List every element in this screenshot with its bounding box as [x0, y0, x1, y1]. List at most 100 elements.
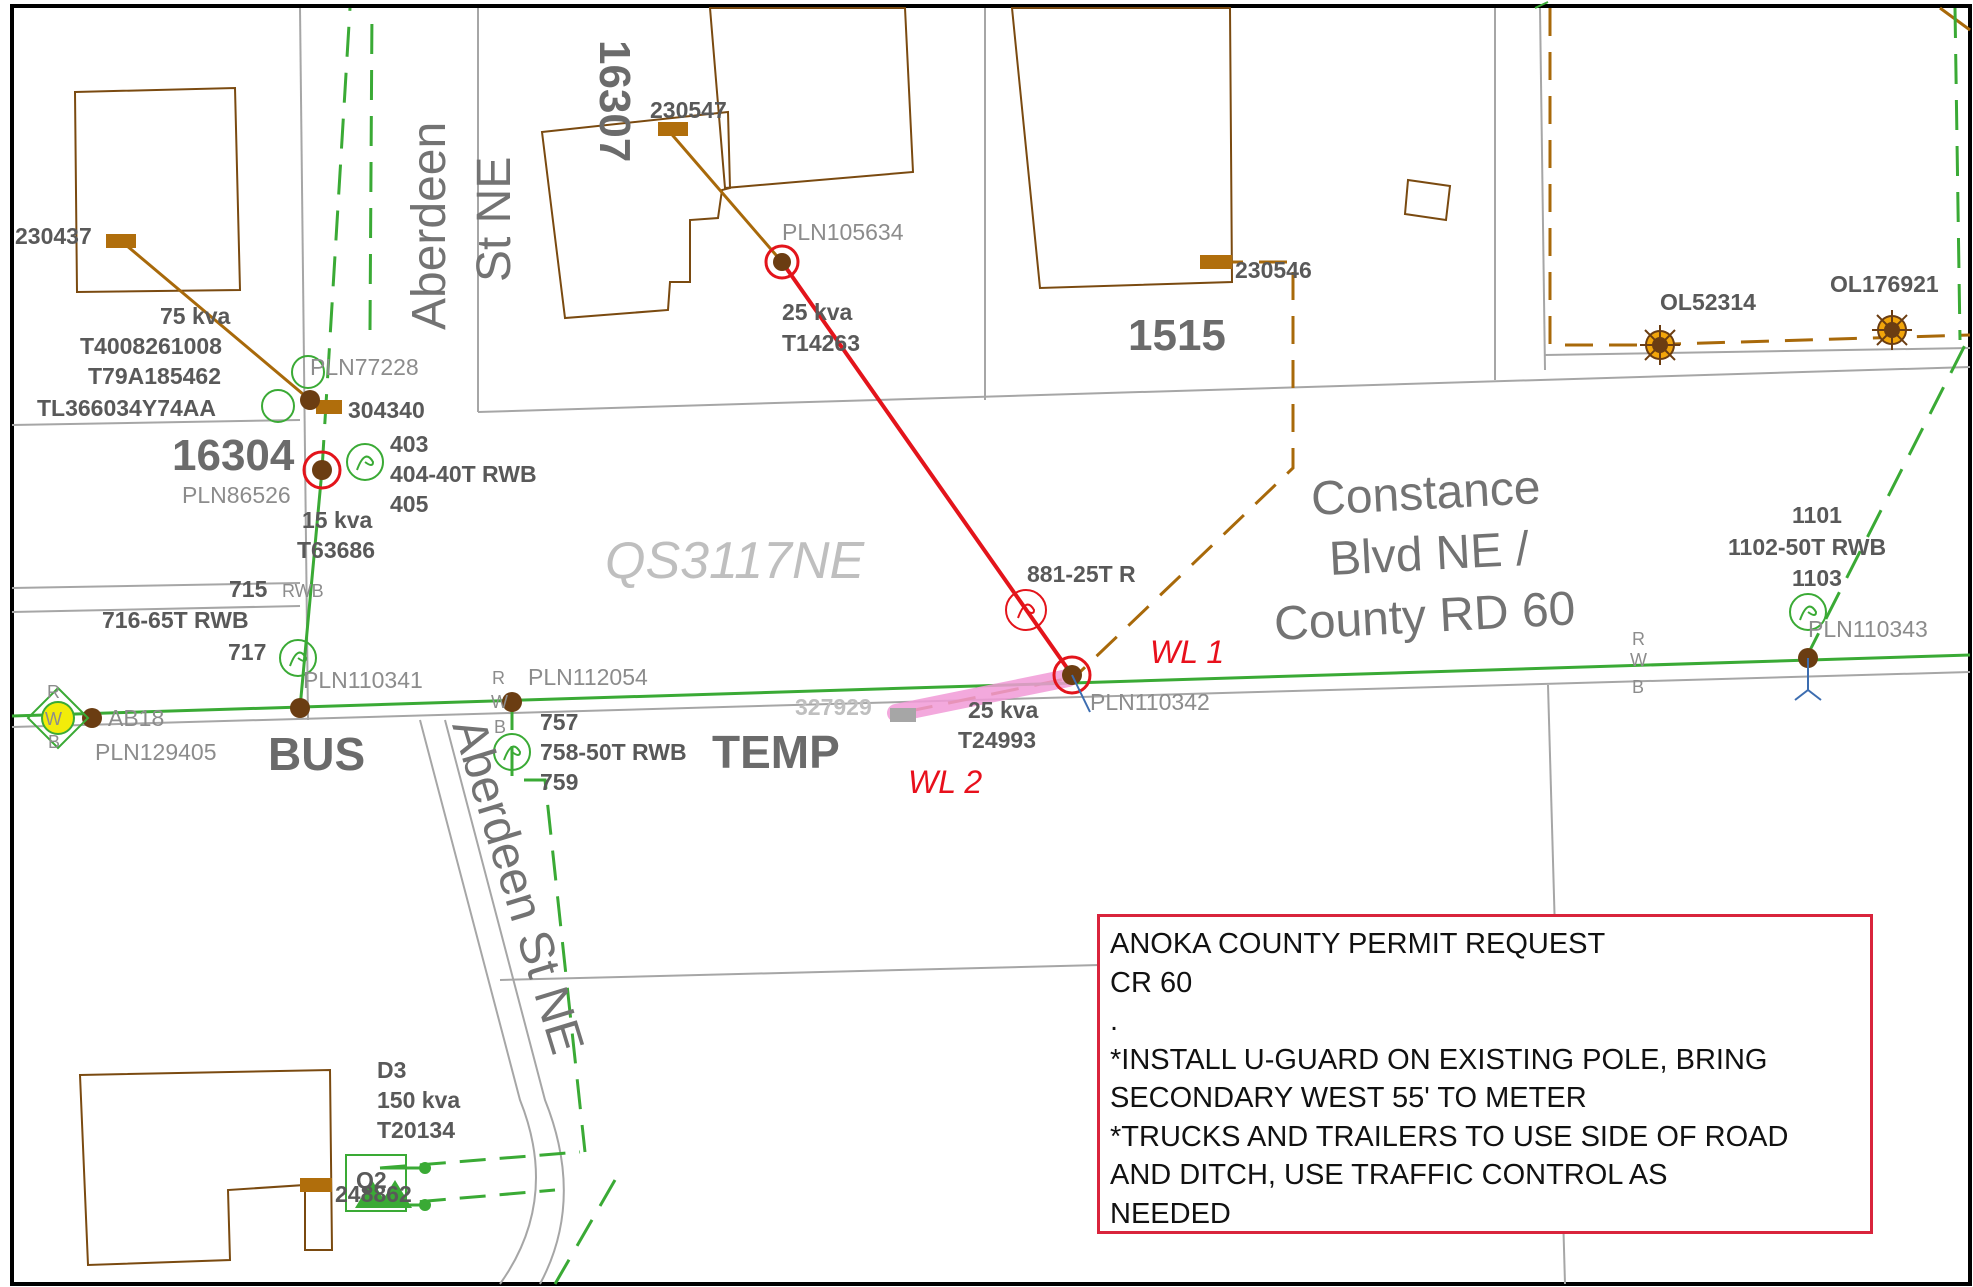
svg-text:25 kva: 25 kva: [968, 697, 1039, 723]
svg-text:405: 405: [390, 491, 429, 517]
svg-text:1101: 1101: [1792, 502, 1842, 528]
meter-327929: [890, 708, 916, 722]
svg-text:R: R: [1632, 629, 1645, 649]
street-aberdeen-north-2: St NE: [468, 157, 521, 282]
svg-text:757: 757: [540, 709, 578, 735]
svg-text:B: B: [494, 717, 506, 737]
pole-pln110342: [1052, 655, 1092, 695]
switch-label-403: 403 404-40T RWB 405: [390, 431, 537, 517]
svg-text:758-50T RWB: 758-50T RWB: [540, 739, 687, 765]
address-16304: 16304: [172, 431, 295, 480]
svg-text:T79A185462: T79A185462: [88, 363, 221, 389]
fuse-717: [279, 639, 317, 677]
meter-304340: [316, 400, 342, 414]
work-location-wl2: WL 2: [908, 764, 982, 800]
pole-label-pln112054: PLN112054: [528, 664, 648, 690]
meter-248862: [300, 1178, 332, 1192]
note-line: *INSTALL U-GUARD ON EXISTING POLE, BRING: [1110, 1043, 1768, 1076]
transformer-label-north: 25 kva T14263: [782, 299, 860, 356]
transformer-label-west: 75 kva T4008261008 T79A185462 TL366034Y7…: [37, 303, 231, 421]
switch-label-1101: 1101 1102-50T RWB 1103: [1728, 502, 1886, 591]
svg-text:403: 403: [390, 431, 428, 457]
note-line: CR 60: [1110, 966, 1193, 999]
svg-text:B: B: [1632, 677, 1644, 697]
address-16307: 16307: [590, 40, 639, 162]
pole-pln77228: [300, 390, 320, 410]
note-line: ANOKA COUNTY PERMIT REQUEST: [1110, 928, 1606, 960]
switch-label-757: 757 758-50T RWB 759: [540, 709, 687, 795]
pole-pln86526: [302, 450, 342, 490]
meter-230547: [658, 122, 688, 136]
pole-label-pln86526: PLN86526: [182, 482, 291, 508]
svg-text:759: 759: [540, 769, 578, 795]
svg-text:150 kva: 150 kva: [377, 1087, 460, 1113]
recloser-label-ab18: AB18: [108, 705, 164, 731]
grid-label: QS3117NE: [605, 532, 866, 590]
pole-pln112054: [502, 692, 522, 712]
area-bus: BUS: [268, 728, 365, 780]
note-line: .: [1110, 1005, 1119, 1037]
pole-label-pln110343: PLN110343: [1808, 616, 1928, 642]
svg-text:75 kva: 75 kva: [160, 303, 231, 329]
meter-label-230437: 230437: [15, 223, 92, 249]
meter-label-230546: 230546: [1235, 257, 1312, 283]
fuse-symbols: [279, 443, 1827, 771]
pole-label-pln77228: PLN77228: [310, 354, 419, 380]
meter-label-230547: 230547: [650, 97, 727, 123]
note-line: AND DITCH, USE TRAFFIC CONTROL AS: [1110, 1159, 1668, 1191]
work-highlight-wl2: [887, 669, 1077, 722]
meter-230546: [1200, 255, 1232, 269]
pole-label-pln105634: PLN105634: [782, 219, 904, 245]
svg-text:404-40T RWB: 404-40T RWB: [390, 461, 537, 487]
pole-label-pln129405: PLN129405: [95, 739, 217, 765]
street-aberdeen-north-1: Aberdeen: [403, 122, 456, 330]
transformer-label-d3: D3 150 kva T20134: [377, 1057, 460, 1143]
svg-text:TL366034Y74AA: TL366034Y74AA: [37, 395, 216, 421]
svg-text:25 kva: 25 kva: [782, 299, 853, 325]
svg-text:R: R: [492, 668, 505, 688]
area-temp: TEMP: [712, 726, 840, 778]
meter-label-248862: 248862: [335, 1181, 412, 1207]
meter-label-327929: 327929: [795, 694, 872, 720]
pole-pln105634: [764, 244, 800, 280]
svg-text:T24993: T24993: [958, 727, 1036, 753]
switch-label-881: 881-25T R: [1027, 561, 1136, 587]
meter-230437: [106, 234, 136, 248]
light-label-ol176921: OL176921: [1830, 271, 1939, 297]
svg-text:R: R: [47, 682, 60, 702]
light-ol176921: [1872, 310, 1912, 350]
svg-text:1103: 1103: [1792, 565, 1842, 591]
meter-label-304340: 304340: [348, 397, 425, 423]
pole-pln110341: [290, 698, 310, 718]
svg-text:T4008261008: T4008261008: [80, 333, 222, 359]
address-1515: 1515: [1128, 311, 1226, 360]
svg-text:15 kva: 15 kva: [302, 507, 373, 533]
work-location-wl1: WL 1: [1150, 634, 1224, 670]
permit-note-box: ANOKA COUNTY PERMIT REQUEST CR 60 . *INS…: [1097, 914, 1873, 1234]
pole-label-pln110342: PLN110342: [1090, 689, 1210, 715]
svg-text:D3: D3: [377, 1057, 406, 1083]
padmount-label-q2: Q2: [356, 1167, 387, 1193]
phase-label-west: R W B: [45, 682, 62, 752]
switch-label-717: 717: [228, 639, 266, 665]
svg-text:T14263: T14263: [782, 330, 860, 356]
light-ol52314: [1640, 325, 1680, 365]
meters: [106, 122, 1232, 1192]
fuse-1101: [1789, 593, 1827, 631]
note-line: *TRUCKS AND TRAILERS TO USE SIDE OF ROAD: [1110, 1120, 1789, 1153]
pole-label-pln110341: PLN110341: [303, 667, 423, 693]
transformer-label-16304: 15 kva T63686: [297, 507, 375, 563]
switch-label-715: 715: [229, 576, 268, 602]
svg-text:T20134: T20134: [377, 1117, 455, 1143]
switch-label-715-rwb: RWB: [282, 581, 324, 601]
guy-anchors: [1071, 658, 1822, 713]
switch-label-716: 716-65T RWB: [102, 607, 249, 633]
phase-label-east: R W B: [1630, 629, 1647, 697]
poles: [82, 244, 1818, 728]
svg-text:W: W: [1630, 650, 1647, 670]
fuse-881: [1005, 589, 1047, 631]
svg-text:1102-50T RWB: 1102-50T RWB: [1728, 534, 1886, 560]
transformer-label-temp: 25 kva T24993: [958, 697, 1039, 753]
fuse-757: [493, 733, 531, 771]
